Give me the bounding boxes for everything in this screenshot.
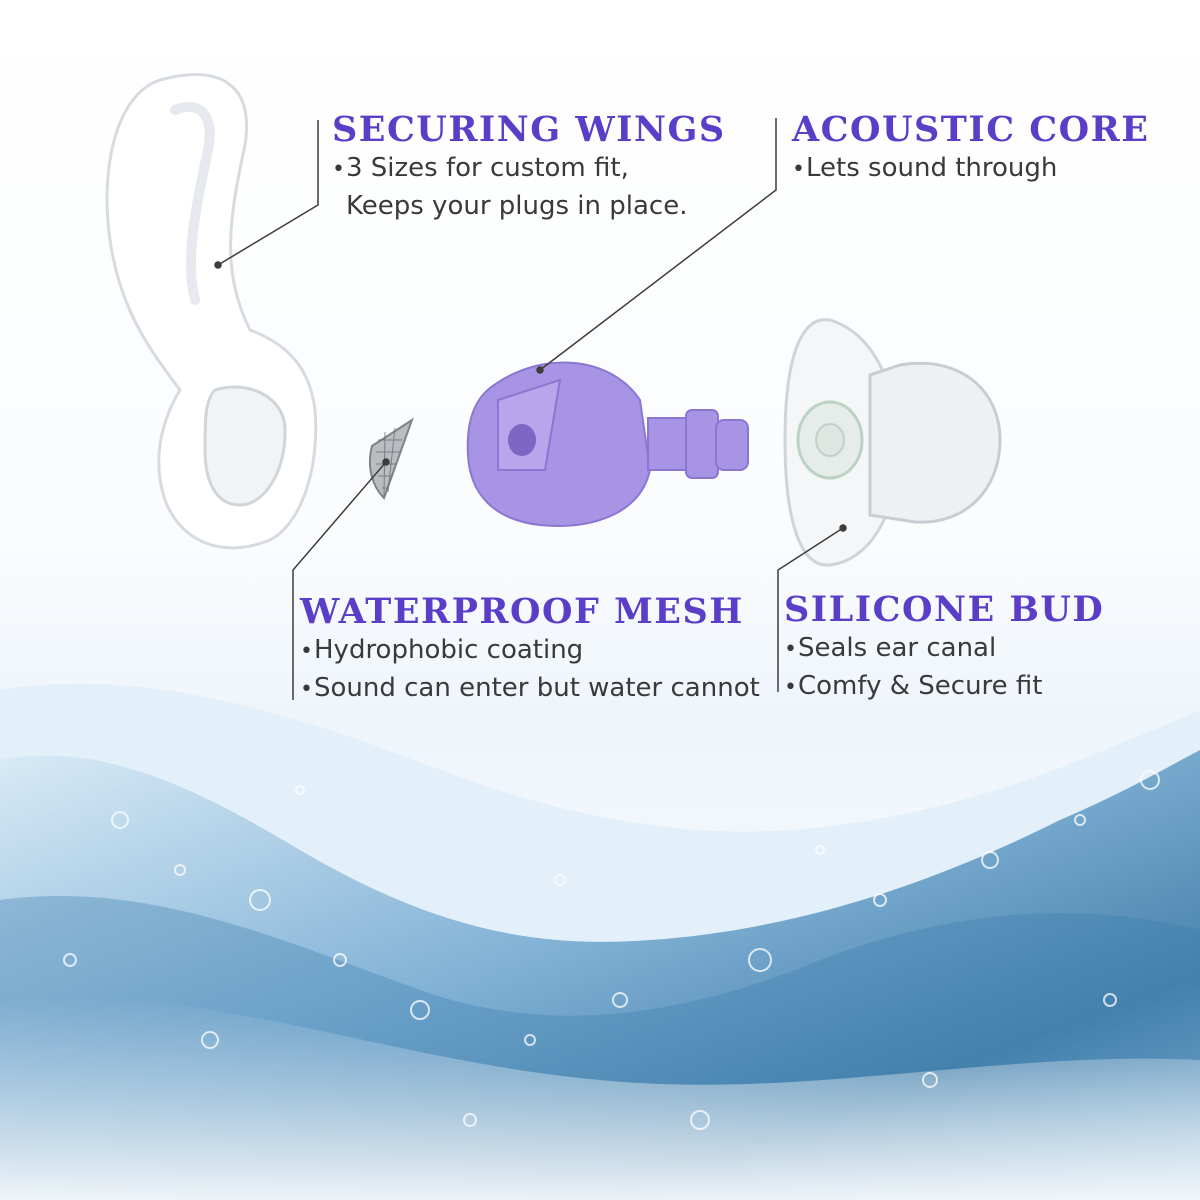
silicone-bud-bullet: •Seals ear canal	[784, 630, 1104, 668]
leader-line-waterproof-mesh	[292, 458, 390, 700]
bullet-dot-icon: •	[300, 639, 313, 664]
waterproof-mesh-title: WATERPROOF MESH	[300, 591, 744, 632]
acoustic-core-title: ACOUSTIC CORE	[792, 109, 1150, 150]
waterproof-mesh-bullet: •Sound can enter but water cannot	[300, 670, 760, 708]
bullet-text: 3 Sizes for custom fit,	[346, 153, 629, 183]
waterproof-mesh-bullet: •Hydrophobic coating	[300, 632, 760, 670]
acoustic-core-bullet: •Lets sound through	[792, 150, 1149, 188]
waterproof-mesh-icon	[368, 417, 414, 500]
bullet-dot-icon: •	[300, 677, 313, 702]
bullet-dot-icon: •	[332, 157, 345, 182]
acoustic-core-icon	[466, 361, 749, 527]
label-waterproof-mesh: WATERPROOF MESH •Hydrophobic coating •So…	[300, 592, 760, 708]
bullet-text: Sound can enter but water cannot	[314, 673, 760, 703]
leader-line-acoustic-core	[536, 118, 777, 374]
bullet-text: Hydrophobic coating	[314, 635, 584, 665]
securing-wings-continuation: Keeps your plugs in place.	[346, 191, 688, 221]
leader-line-silicone-bud	[777, 524, 847, 692]
bullet-dot-icon: •	[784, 637, 797, 662]
leader-line-securing-wings	[214, 120, 319, 269]
label-securing-wings: SECURING WINGS •3 Sizes for custom fit, …	[332, 110, 726, 224]
label-silicone-bud: SILICONE BUD •Seals ear canal •Comfy & S…	[784, 590, 1104, 706]
bullet-text: Seals ear canal	[798, 633, 997, 663]
silicone-bud-icon	[783, 318, 1002, 567]
bullet-dot-icon: •	[792, 157, 805, 182]
bullet-text: Lets sound through	[806, 153, 1058, 183]
bullet-dot-icon: •	[784, 675, 797, 700]
silicone-bud-title: SILICONE BUD	[784, 589, 1105, 630]
label-acoustic-core: ACOUSTIC CORE •Lets sound through	[792, 110, 1149, 188]
securing-wing-icon	[105, 73, 318, 550]
bullet-text: Comfy & Secure fit	[798, 671, 1043, 701]
silicone-bud-bullet: •Comfy & Secure fit	[784, 668, 1104, 706]
securing-wings-title: SECURING WINGS	[332, 109, 726, 150]
securing-wings-bullet: •3 Sizes for custom fit,	[332, 150, 726, 188]
